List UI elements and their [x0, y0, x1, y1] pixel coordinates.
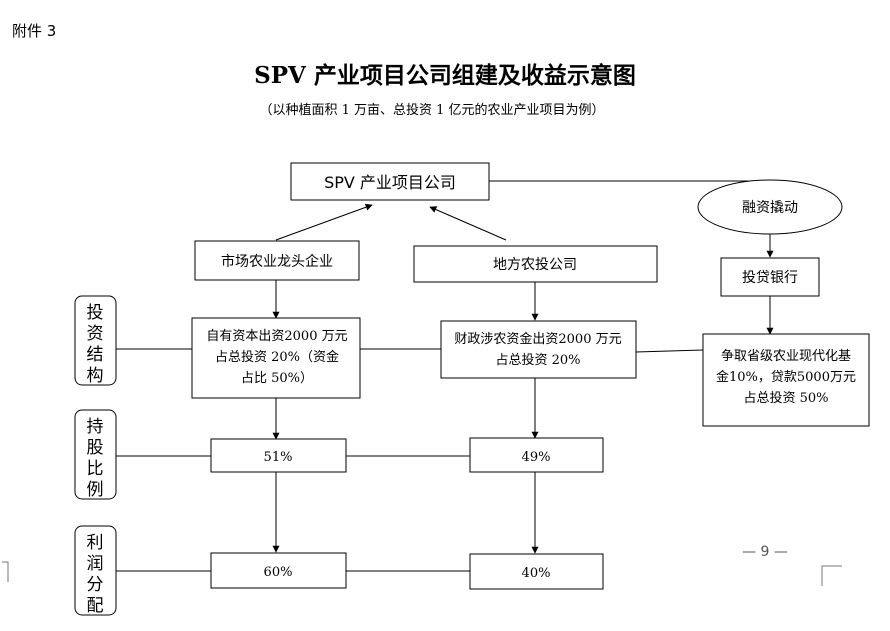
- side-label-profit-char: 配: [87, 596, 104, 616]
- leader-share-label: 51%: [264, 450, 293, 465]
- leader-enterprise-label: 市场农业龙头企业: [221, 253, 333, 270]
- local-agri-company-box: [413, 245, 658, 283]
- side-label-invest-char: 结: [87, 345, 104, 365]
- side-label-share-char: 例: [87, 480, 104, 500]
- local-agri-company-label: 地方农投公司: [493, 257, 577, 273]
- attachment-label: 附件 3: [12, 22, 56, 40]
- page-number: — 9 —: [742, 544, 788, 560]
- leader-investment-line: 占比 50%）: [241, 371, 313, 386]
- leader-enterprise-box: [194, 240, 360, 281]
- leader-profit-label: 60%: [264, 565, 293, 580]
- investment-bank-label: 投贷银行: [742, 270, 798, 286]
- local-investment-box: [440, 320, 637, 379]
- side-label-share-box: [74, 409, 117, 500]
- bank-investment-box: [702, 333, 870, 427]
- bank-investment-line: 占总投资 50%: [743, 390, 828, 406]
- side-label-share-char: 比: [87, 459, 104, 479]
- local-investment-line: 财政涉农资金出资2000 万元: [454, 331, 621, 347]
- local-profit-label: 40%: [522, 566, 551, 581]
- financing-label: 融资撬动: [742, 200, 798, 216]
- local-to-spv-arrow: [429, 206, 507, 241]
- spv-company-label: SPV 产业项目公司: [324, 173, 456, 192]
- leader-share-box: [210, 438, 347, 473]
- leader-investment-box: [191, 317, 361, 399]
- local-share-label: 49%: [522, 450, 551, 465]
- local-share-box: [469, 437, 604, 473]
- local-profit-box: [469, 553, 604, 590]
- side-label-profit-char: 利: [87, 533, 104, 553]
- spv-company-box: [290, 162, 490, 201]
- side-label-share-char: 持: [87, 417, 104, 437]
- leader-profit-box: [210, 552, 347, 589]
- leader-to-spv-arrow: [275, 203, 373, 241]
- side-label-profit-char: 润: [87, 554, 104, 574]
- side-label-invest-char: 投: [87, 303, 104, 323]
- bank-investment-line: 争取省级农业现代化基: [721, 349, 851, 364]
- bank-investment-line: 金10%，贷款5000万元: [716, 369, 856, 385]
- leader-investment-line: 占总投资 20%（资金: [215, 349, 339, 365]
- side-label-invest-char: 资: [87, 324, 104, 344]
- investment-bank-box: [720, 257, 820, 297]
- side-label-invest-box: [74, 295, 117, 386]
- side-label-share-char: 股: [87, 438, 104, 458]
- local-investment-line: 占总投资 20%: [495, 352, 580, 368]
- side-label-profit-char: 分: [87, 575, 104, 595]
- side-label-invest-char: 构: [87, 366, 104, 386]
- page-corner-mark-right: [821, 565, 842, 586]
- leader-investment-line: 自有资本出资2000 万元: [206, 329, 347, 344]
- invest-row-connector-right: [635, 349, 704, 353]
- page-title: SPV 产业项目公司组建及收益示意图: [254, 62, 636, 89]
- page-corner-mark-left: [2, 561, 9, 582]
- page-subtitle: （以种植面积 1 万亩、总投资 1 亿元的农业产业项目为例）: [259, 102, 604, 118]
